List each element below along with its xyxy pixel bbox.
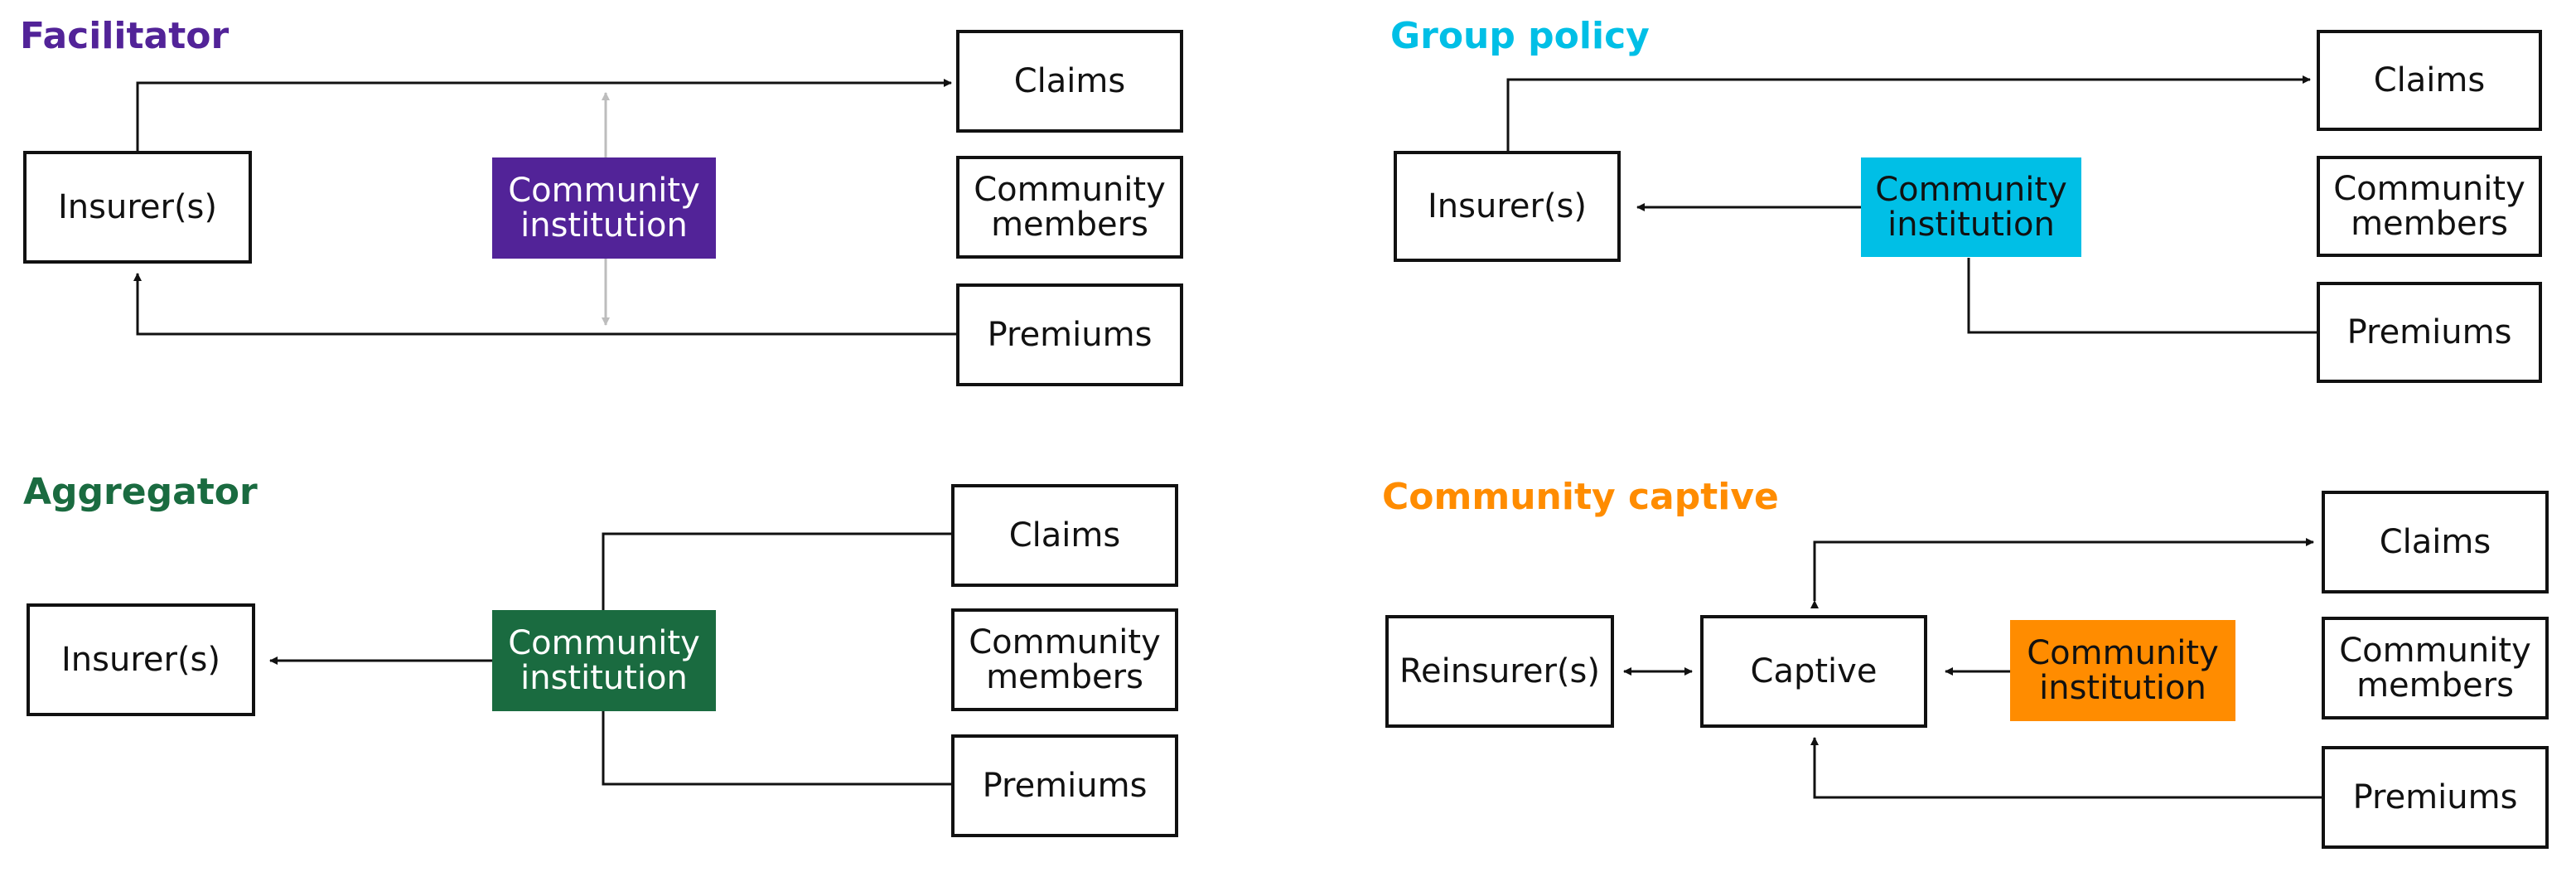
group-policy-members-box: Community members — [2317, 156, 2542, 257]
group-policy-institution-box: Community institution — [1861, 157, 2081, 257]
group-policy-insurer-box: Insurer(s) — [1394, 151, 1621, 262]
facilitator-insurer-to-claims-arrow — [136, 79, 952, 151]
captive-claims-box: Claims — [2322, 491, 2549, 593]
aggregator-title: Aggregator — [23, 471, 258, 513]
captive-premiums-box: Premiums — [2322, 746, 2549, 849]
captive-reinsurer-box: Reinsurer(s) — [1385, 615, 1614, 728]
group-policy-premiums-line — [1967, 258, 2320, 334]
captive-premiums-to-captive-arrow — [1810, 737, 2323, 799]
facilitator-premiums-to-insurer-arrow — [133, 273, 963, 336]
captive-institution-box: Community institution — [2010, 620, 2235, 721]
group-policy-insurer-to-claims-arrow — [1506, 75, 2311, 151]
facilitator-premiums-box: Premiums — [956, 283, 1183, 386]
group-policy-claims-box: Claims — [2317, 30, 2542, 131]
facilitator-institution-box: Community institution — [492, 157, 716, 259]
aggregator-insurer-box: Insurer(s) — [27, 603, 255, 716]
aggregator-members-box: Community members — [951, 608, 1178, 711]
captive-captive-box: Captive — [1700, 615, 1927, 728]
facilitator-members-box: Community members — [956, 156, 1183, 259]
aggregator-institution-box: Community institution — [492, 610, 716, 711]
facilitator-claims-box: Claims — [956, 30, 1183, 133]
aggregator-claims-box: Claims — [951, 484, 1178, 587]
captive-members-box: Community members — [2322, 617, 2549, 719]
facilitator-insurer-box: Insurer(s) — [23, 151, 252, 264]
aggregator-premiums-box: Premiums — [951, 734, 1178, 837]
community-captive-title: Community captive — [1382, 476, 1779, 518]
facilitator-title: Facilitator — [20, 15, 230, 57]
aggregator-claims-line — [602, 532, 953, 610]
aggregator-premiums-line — [602, 711, 953, 786]
group-policy-title: Group policy — [1390, 15, 1650, 57]
captive-claims-bidirectional-arrow — [1810, 538, 2314, 608]
group-policy-premiums-box: Premiums — [2317, 282, 2542, 383]
